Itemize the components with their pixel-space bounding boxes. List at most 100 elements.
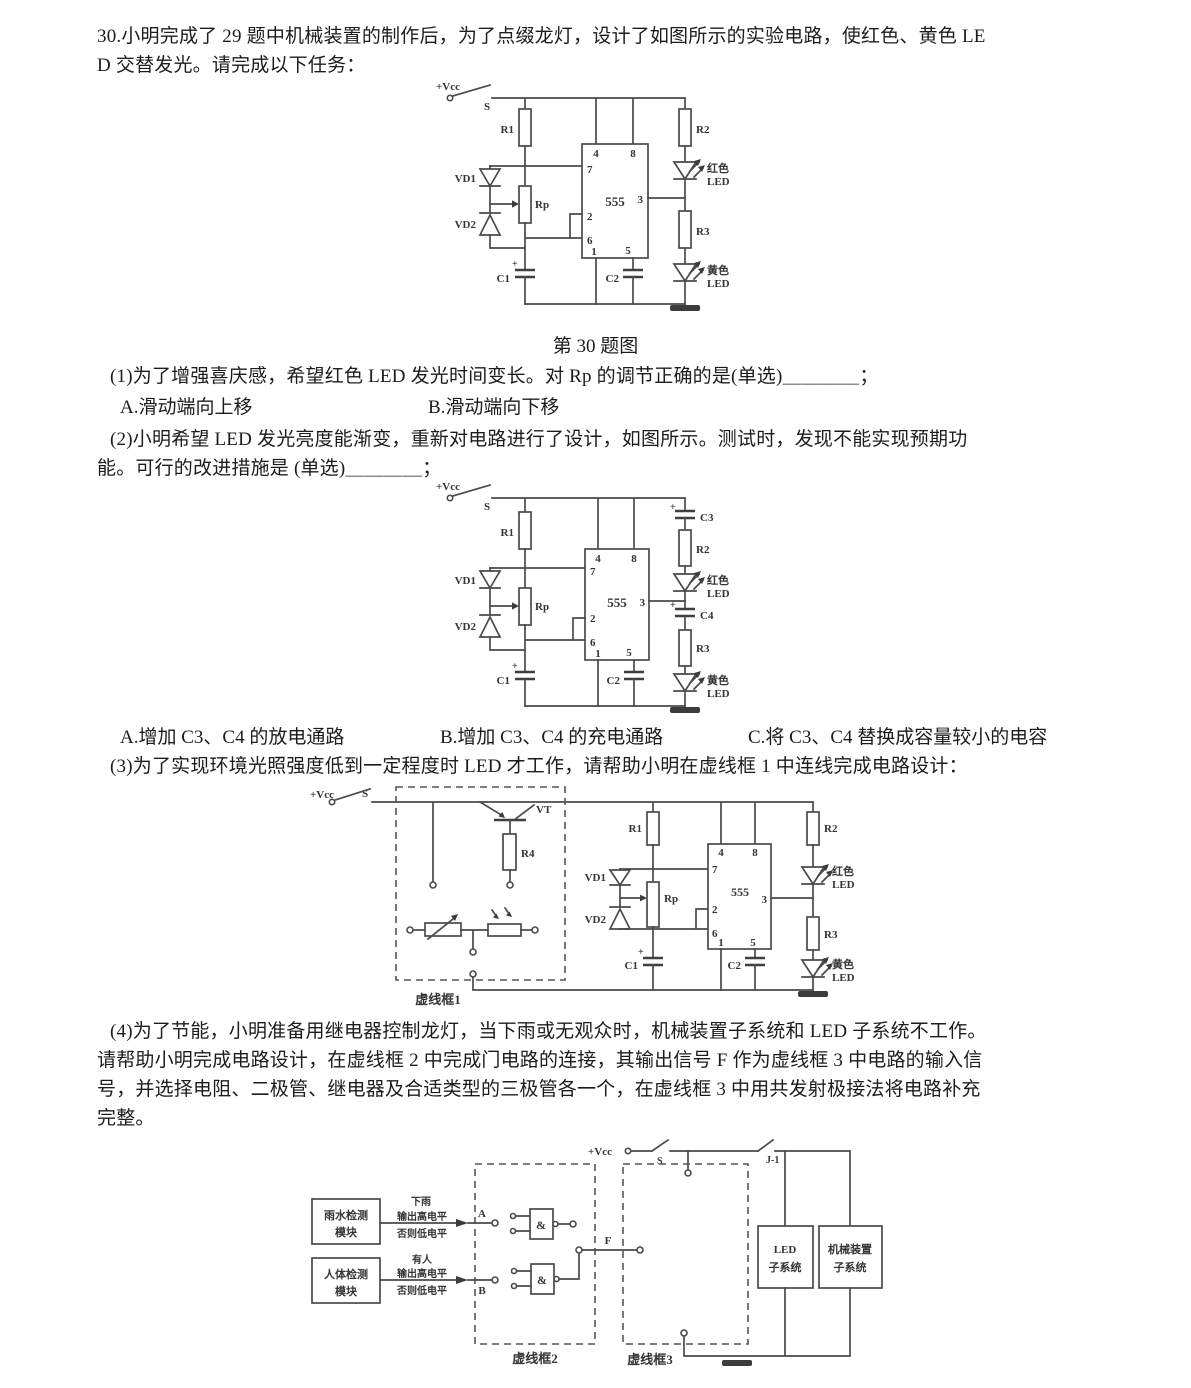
r1-label: R1 bbox=[629, 823, 642, 835]
r3-label: R3 bbox=[824, 929, 838, 941]
led-subsystem: LED 子系统 bbox=[757, 1225, 814, 1289]
r3-label: R3 bbox=[696, 643, 710, 655]
f-terminal bbox=[636, 1246, 644, 1254]
pin7-label: 7 bbox=[587, 164, 593, 176]
body-note-3: 否则低电平 bbox=[396, 1284, 447, 1297]
question4-line-2: 请帮助小明完成电路设计，在虚线框 2 中完成门电路的连接，其输出信号 F 作为虚… bbox=[97, 1050, 983, 1071]
r2-label: R2 bbox=[696, 124, 710, 136]
q2-option-b: B.增加 C3、C4 的充电通路 bbox=[440, 727, 664, 748]
resistor-r4: R4 bbox=[502, 833, 535, 883]
gate2-input-1 bbox=[510, 1267, 518, 1275]
ic-555-label: 555 bbox=[607, 595, 627, 610]
question4-line-1: (4)为了节能，小明准备用继电器控制龙灯，当下雨或无观众时，机械装置子系统和 L… bbox=[110, 1021, 987, 1042]
relay-contact-j1-blade bbox=[756, 1138, 775, 1153]
intro-paragraph: 30.小明完成了 29 题中机械装置的制作后，为了点缀龙灯，设计了如图所示的实验… bbox=[97, 22, 986, 80]
led-subsystem-line2: 子系统 bbox=[769, 1260, 802, 1274]
rain-note-3: 否则低电平 bbox=[396, 1227, 447, 1240]
terminal-b-label: B bbox=[478, 1285, 486, 1297]
pin7-label: 7 bbox=[712, 864, 718, 876]
terminal bbox=[684, 1169, 692, 1177]
vd1-label: VD1 bbox=[455, 575, 476, 587]
vcc-terminal bbox=[446, 494, 454, 502]
pin4-label: 4 bbox=[718, 847, 724, 859]
c1-label: C1 bbox=[625, 960, 638, 972]
c1-plus: + bbox=[512, 259, 518, 270]
switch-s-label: S bbox=[657, 1156, 663, 1167]
question4-line-4: 完整。 bbox=[97, 1108, 155, 1129]
body-detect-module: 人体检测 模块 bbox=[311, 1257, 381, 1304]
figure4-circuit: +Vcc S J-1 雨水检测 模块 A 下雨 输出高电平 否则低电平 bbox=[311, 1138, 883, 1367]
diode-vd2: VD2 bbox=[455, 614, 526, 651]
mech-subsystem: 机械装置 子系统 bbox=[818, 1225, 883, 1289]
red-label: 红色 bbox=[707, 161, 729, 175]
question2-line-2: 能。可行的改进措施是 (单选)＿＿＿＿； bbox=[97, 458, 442, 479]
ground-symbol bbox=[670, 707, 700, 713]
capacitor-c2: C2 bbox=[607, 670, 644, 707]
terminal-b bbox=[491, 1276, 499, 1284]
capacitor-c4: + C4 bbox=[670, 600, 714, 631]
mech-subsystem-line1: 机械装置 bbox=[828, 1242, 872, 1256]
q2-option-c: C.将 C3、C4 替换成容量较小的电容 bbox=[748, 727, 1048, 748]
pin3-label: 3 bbox=[638, 194, 644, 206]
switch-s-blade bbox=[451, 483, 492, 498]
potentiometer-rp: Rp bbox=[619, 881, 678, 928]
resistor-r2: R2 bbox=[806, 811, 838, 846]
body-module-line2: 模块 bbox=[335, 1284, 358, 1298]
pin3-label: 3 bbox=[640, 597, 646, 609]
question2-line-1: (2)小明希望 LED 发光亮度能渐变，重新对电路进行了设计，如图所示。测试时，… bbox=[110, 429, 968, 450]
vcc-label: +Vcc bbox=[436, 481, 460, 493]
led-red: 红色 LED bbox=[800, 864, 855, 891]
red-led-label: LED bbox=[832, 879, 855, 891]
rain-note-1: 下雨 bbox=[411, 1196, 431, 1208]
c1-plus: + bbox=[512, 661, 518, 672]
ground-symbol bbox=[670, 305, 700, 311]
diode-vd2: VD2 bbox=[585, 906, 632, 930]
switch-s-label: S bbox=[484, 501, 490, 513]
dashed-box-3-label: 虚线框3 bbox=[627, 1352, 673, 1367]
figure1-caption: 第 30 题图 bbox=[552, 336, 639, 357]
led-red: 红色 LED bbox=[672, 159, 730, 188]
pin2-label: 2 bbox=[712, 904, 718, 916]
yellow-led-label: LED bbox=[707, 688, 730, 700]
relay-contact-j1-label: J-1 bbox=[766, 1155, 779, 1166]
r2-label: R2 bbox=[824, 823, 838, 835]
capacitor-c2: C2 bbox=[606, 268, 643, 305]
body-module-line1: 人体检测 bbox=[324, 1267, 368, 1281]
and-gate-2: & F bbox=[510, 1235, 644, 1295]
vd2-label: VD2 bbox=[455, 219, 477, 231]
f-node bbox=[575, 1246, 583, 1254]
resistor-r1: R1 bbox=[501, 108, 532, 147]
pin7-label: 7 bbox=[590, 566, 596, 578]
r4-label: R4 bbox=[521, 848, 535, 860]
c4-plus: + bbox=[670, 600, 676, 611]
c3-label: C3 bbox=[700, 512, 714, 524]
resistor-r2: R2 bbox=[678, 108, 710, 147]
question2-options: A.增加 C3、C4 的放电通路 B.增加 C3、C4 的充电通路 C.将 C3… bbox=[0, 722, 1191, 751]
led-yellow: 黄色 LED bbox=[672, 671, 730, 700]
dashed-box-2 bbox=[474, 1163, 596, 1345]
terminal-a bbox=[491, 1219, 499, 1227]
terminal bbox=[429, 881, 437, 889]
figure1-circuit: +Vcc S R1 VD1 VD2 Rp bbox=[436, 81, 730, 311]
ic-555-label: 555 bbox=[605, 194, 625, 209]
r3-label: R3 bbox=[696, 226, 710, 238]
vcc-terminal bbox=[328, 798, 336, 806]
pin4-label: 4 bbox=[593, 148, 599, 160]
r1-label: R1 bbox=[501, 124, 514, 136]
ic-555: 555 4 8 7 2 6 1 3 5 bbox=[707, 843, 772, 950]
dashed-box-3 bbox=[622, 1163, 749, 1345]
pin1-label: 1 bbox=[718, 937, 724, 949]
rain-module-line1: 雨水检测 bbox=[324, 1208, 368, 1222]
capacitor-c3: + C3 bbox=[670, 502, 714, 531]
ground-symbol bbox=[798, 991, 828, 997]
body-note-2: 输出高电平 bbox=[397, 1267, 447, 1280]
gate1-output-terminal bbox=[569, 1220, 577, 1228]
dashed-box-2-label: 虚线框2 bbox=[512, 1351, 558, 1366]
q1-option-a: A.滑动端向上移 bbox=[120, 397, 253, 418]
red-label: 红色 bbox=[832, 864, 854, 878]
gate1-input-2 bbox=[509, 1227, 517, 1235]
power-rail: +Vcc S bbox=[436, 81, 686, 145]
pin6-label: 6 bbox=[587, 235, 593, 247]
q2-option-a: A.增加 C3、C4 的放电通路 bbox=[120, 727, 345, 748]
pin8-label: 8 bbox=[631, 553, 637, 565]
